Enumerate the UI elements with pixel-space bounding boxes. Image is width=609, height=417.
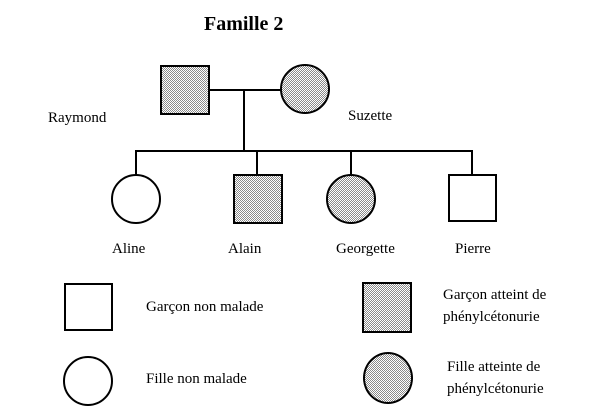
father-name: Raymond bbox=[48, 110, 107, 126]
drop-line-georgette bbox=[350, 150, 352, 175]
sibship-line bbox=[135, 150, 473, 152]
drop-line-aline bbox=[135, 150, 137, 175]
child-georgette-shape-circle bbox=[326, 174, 376, 224]
child-alain-shape-square bbox=[233, 174, 283, 224]
legend-circle-unaffected bbox=[63, 356, 113, 406]
couple-line bbox=[209, 89, 281, 91]
drop-line-alain bbox=[256, 150, 258, 175]
legend-label-boy-affected: Garçon atteint de phénylcétonurie bbox=[443, 287, 547, 325]
legend-circle-affected bbox=[363, 352, 413, 404]
descent-line bbox=[243, 89, 245, 151]
legend-square-unaffected bbox=[64, 283, 113, 331]
mother-shape-circle bbox=[280, 64, 330, 114]
child-aline-shape-circle bbox=[111, 174, 161, 224]
father-shape-square bbox=[160, 65, 210, 115]
child-alain-name: Alain bbox=[228, 241, 262, 257]
child-pierre-name: Pierre bbox=[455, 241, 491, 257]
legend-label-girl-unaffected: Fille non malade bbox=[146, 371, 247, 387]
mother-name: Suzette bbox=[348, 108, 393, 124]
child-georgette-name: Georgette bbox=[336, 241, 395, 257]
legend-square-affected bbox=[362, 282, 412, 333]
diagram-title: Famille 2 bbox=[204, 13, 284, 35]
child-pierre-shape-square bbox=[448, 174, 497, 222]
child-aline-name: Aline bbox=[112, 241, 146, 257]
legend-label-boy-unaffected: Garçon non malade bbox=[146, 299, 264, 315]
drop-line-pierre bbox=[471, 150, 473, 175]
legend-label-girl-affected: Fille atteinte de phénylcétonurie bbox=[447, 359, 544, 397]
